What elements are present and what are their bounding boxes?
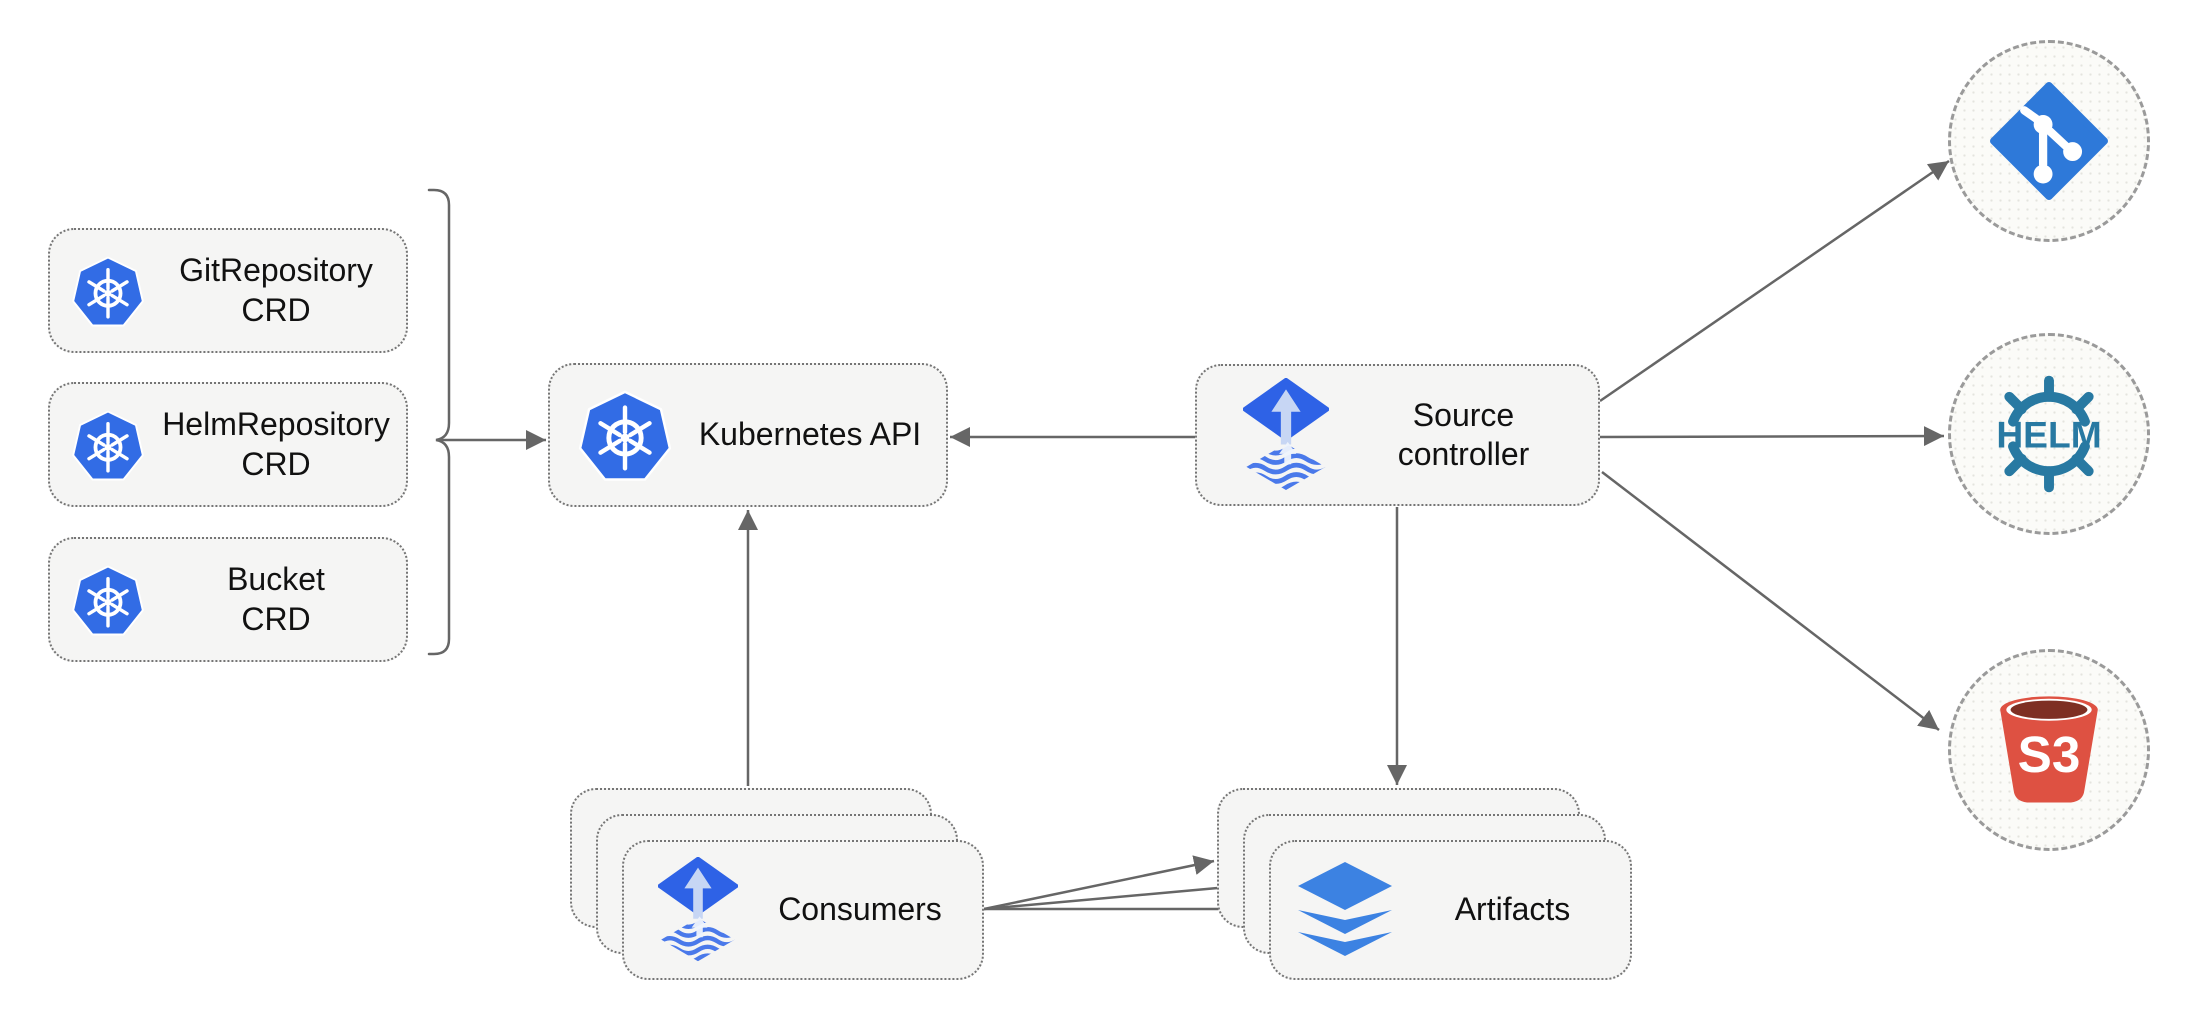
node-label-line2: controller <box>1397 436 1530 472</box>
node-label: GitRepository CRD <box>146 251 406 329</box>
node-label-line1: HelmRepository <box>162 406 390 443</box>
arrow-consumers-to-artifacts-2 <box>983 877 1241 911</box>
arrow-source-to-git <box>1599 159 1950 403</box>
flux-source-controller-icon <box>658 857 738 963</box>
s3-wordmark: S3 <box>2018 726 2081 783</box>
node-s3-bucket: S3 <box>1948 649 2150 851</box>
node-label: HelmRepository CRD <box>146 405 406 483</box>
node-label-line1: Bucket <box>227 561 325 598</box>
layers-icon <box>1295 862 1395 958</box>
node-git-source <box>1948 40 2150 242</box>
node-label: Artifacts <box>1395 890 1630 929</box>
helm-wordmark: HELM <box>1996 414 2101 456</box>
node-label-line1: Artifacts <box>1454 891 1571 928</box>
arrow-source-to-helm <box>1599 426 1945 447</box>
kubernetes-icon <box>70 562 146 638</box>
node-label-line2: CRD <box>241 291 311 328</box>
node-helm-repository: HELM <box>1948 333 2150 535</box>
node-bucket-crd: Bucket CRD <box>48 537 408 662</box>
s3-bucket-icon: S3 <box>1988 689 2110 811</box>
node-label: Source controller <box>1329 396 1598 474</box>
node-label-line2: CRD <box>241 600 311 637</box>
node-label-line1: Kubernetes API <box>698 416 922 453</box>
node-label: Consumers <box>738 890 982 929</box>
crd-group-bracket <box>427 188 451 656</box>
node-kubernetes-api: Kubernetes API <box>548 363 948 507</box>
node-consumers: Consumers <box>622 840 984 980</box>
node-label: Bucket CRD <box>146 560 406 638</box>
kubernetes-icon <box>70 253 146 329</box>
node-label-line1: Source <box>1412 396 1515 433</box>
node-label: Kubernetes API <box>674 415 946 454</box>
arrow-source-to-s3 <box>1601 471 1940 731</box>
node-label-line1: GitRepository <box>179 252 373 289</box>
node-gitrepository-crd: GitRepository CRD <box>48 228 408 353</box>
node-artifacts: Artifacts <box>1269 840 1632 980</box>
arrow-consumers-to-artifacts-1 <box>983 855 1215 911</box>
node-label-line1: Consumers <box>778 891 942 928</box>
git-icon <box>1990 82 2108 200</box>
kubernetes-icon <box>576 386 674 484</box>
flux-source-controller-icon <box>1243 378 1329 492</box>
kubernetes-icon <box>70 407 146 483</box>
node-label-line2: CRD <box>241 445 311 482</box>
helm-icon: HELM <box>1987 372 2111 496</box>
node-source-controller: Source controller <box>1195 364 1600 506</box>
node-helmrepository-crd: HelmRepository CRD <box>48 382 408 507</box>
